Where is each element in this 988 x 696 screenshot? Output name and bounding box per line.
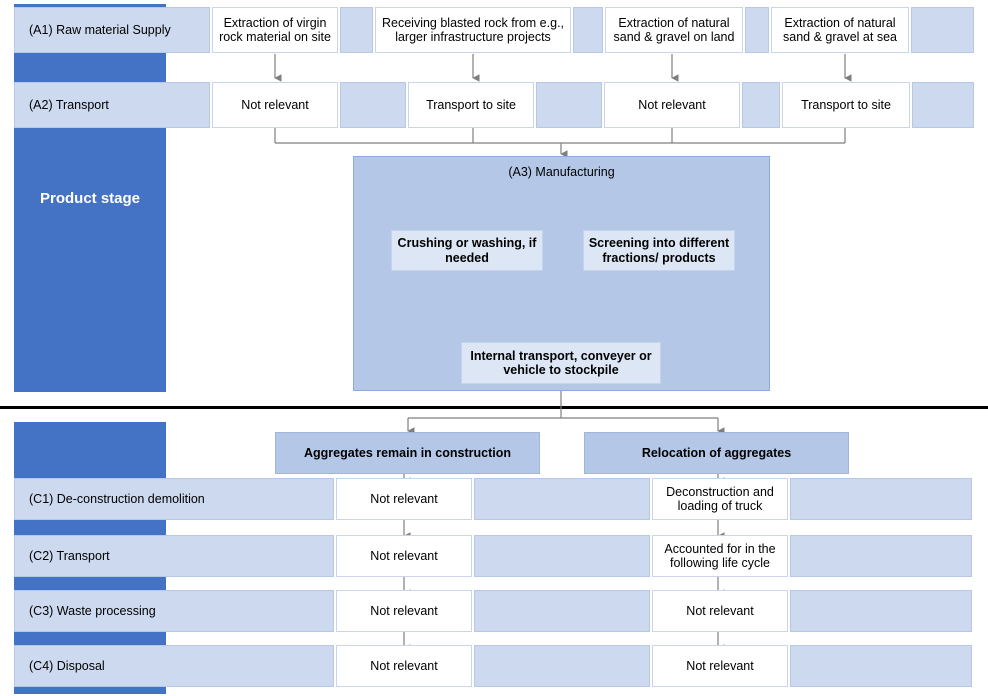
c1-spacer-0 <box>474 478 650 520</box>
a2-item-1-label: Transport to site <box>426 97 516 112</box>
eol-header-right: Relocation of aggregates <box>584 432 849 474</box>
a1-item-3: Extraction of natural sand & gravel at s… <box>771 7 909 53</box>
a2-spacer-2 <box>742 82 780 128</box>
row-label-a1-text: (A1) Raw material Supply <box>29 22 171 37</box>
a1-item-1: Receiving blasted rock from e.g., larger… <box>375 7 571 53</box>
row-label-c2: (C2) Transport <box>14 535 334 577</box>
c2-left-value: Not relevant <box>336 535 472 577</box>
a2-spacer-0 <box>340 82 406 128</box>
c3-spacer-0 <box>474 590 650 632</box>
row-label-c3-text: (C3) Waste processing <box>29 603 156 618</box>
stage-band-product-stage: Product stage <box>14 4 166 392</box>
a1-spacer-2 <box>745 7 769 53</box>
eol-header-right-label: Relocation of aggregates <box>641 445 792 460</box>
manufacturing-step-internal-transport: Internal transport, conveyer or vehicle … <box>461 342 661 384</box>
manufacturing-title: (A3) Manufacturing <box>508 165 615 179</box>
c4-left-value-label: Not relevant <box>370 658 438 673</box>
c3-left-value: Not relevant <box>336 590 472 632</box>
c4-right-value-label: Not relevant <box>686 658 754 673</box>
a2-item-3-label: Transport to site <box>801 97 891 112</box>
c1-left-value: Not relevant <box>336 478 472 520</box>
a1-item-0-label: Extraction of virgin rock material on si… <box>219 15 331 44</box>
c3-right-value: Not relevant <box>652 590 788 632</box>
manufacturing-step-crushing: Crushing or washing, if needed <box>391 230 543 271</box>
a2-item-3: Transport to site <box>782 82 910 128</box>
c4-left-value: Not relevant <box>336 645 472 687</box>
a1-item-2: Extraction of natural sand & gravel on l… <box>605 7 743 53</box>
manufacturing-step-internal-transport-label: Internal transport, conveyer or vehicle … <box>470 348 652 377</box>
a2-item-0-label: Not relevant <box>241 97 309 112</box>
row-label-c2-text: (C2) Transport <box>29 548 110 563</box>
c4-right-value: Not relevant <box>652 645 788 687</box>
c2-left-value-label: Not relevant <box>370 548 438 563</box>
c1-left-value-label: Not relevant <box>370 491 438 506</box>
a2-item-2: Not relevant <box>604 82 740 128</box>
manufacturing-step-screening-label: Screening into different fractions/ prod… <box>588 236 730 265</box>
section-divider <box>0 406 988 409</box>
eol-header-left: Aggregates remain in construction <box>275 432 540 474</box>
c4-spacer-1 <box>790 645 972 687</box>
row-label-c4-text: (C4) Disposal <box>29 658 105 673</box>
c3-right-value-label: Not relevant <box>686 603 754 618</box>
eol-header-left-label: Aggregates remain in construction <box>304 445 511 460</box>
c3-left-value-label: Not relevant <box>370 603 438 618</box>
row-label-c4: (C4) Disposal <box>14 645 334 687</box>
row-label-a2-text: (A2) Transport <box>29 97 109 112</box>
c1-right-value: Deconstruction and loading of truck <box>652 478 788 520</box>
c2-spacer-0 <box>474 535 650 577</box>
a2-spacer-1 <box>536 82 602 128</box>
a2-item-2-label: Not relevant <box>638 97 706 112</box>
row-label-a2: (A2) Transport <box>14 82 210 128</box>
row-label-a1: (A1) Raw material Supply <box>14 7 210 53</box>
row-label-c1: (C1) De-construction demolition <box>14 478 334 520</box>
c3-spacer-1 <box>790 590 972 632</box>
a1-spacer-1 <box>573 7 603 53</box>
a1-item-2-label: Extraction of natural sand & gravel on l… <box>613 15 735 44</box>
a1-item-3-label: Extraction of natural sand & gravel at s… <box>783 15 897 44</box>
c2-right-value: Accounted for in the following life cycl… <box>652 535 788 577</box>
c4-spacer-0 <box>474 645 650 687</box>
a1-spacer-0 <box>340 7 373 53</box>
a1-spacer-3 <box>911 7 974 53</box>
row-label-c1-text: (C1) De-construction demolition <box>29 491 205 506</box>
c1-right-value-label: Deconstruction and loading of truck <box>666 484 774 513</box>
a2-item-1: Transport to site <box>408 82 534 128</box>
manufacturing-step-screening: Screening into different fractions/ prod… <box>583 230 735 271</box>
row-label-c3: (C3) Waste processing <box>14 590 334 632</box>
a1-item-1-label: Receiving blasted rock from e.g., larger… <box>381 15 565 44</box>
a2-item-0: Not relevant <box>212 82 338 128</box>
a2-spacer-3 <box>912 82 974 128</box>
manufacturing-step-crushing-label: Crushing or washing, if needed <box>397 236 537 265</box>
stage-band-product-label: Product stage <box>39 189 141 207</box>
c2-right-value-label: Accounted for in the following life cycl… <box>664 541 776 570</box>
a1-item-0: Extraction of virgin rock material on si… <box>212 7 338 53</box>
c1-spacer-1 <box>790 478 972 520</box>
c2-spacer-1 <box>790 535 972 577</box>
